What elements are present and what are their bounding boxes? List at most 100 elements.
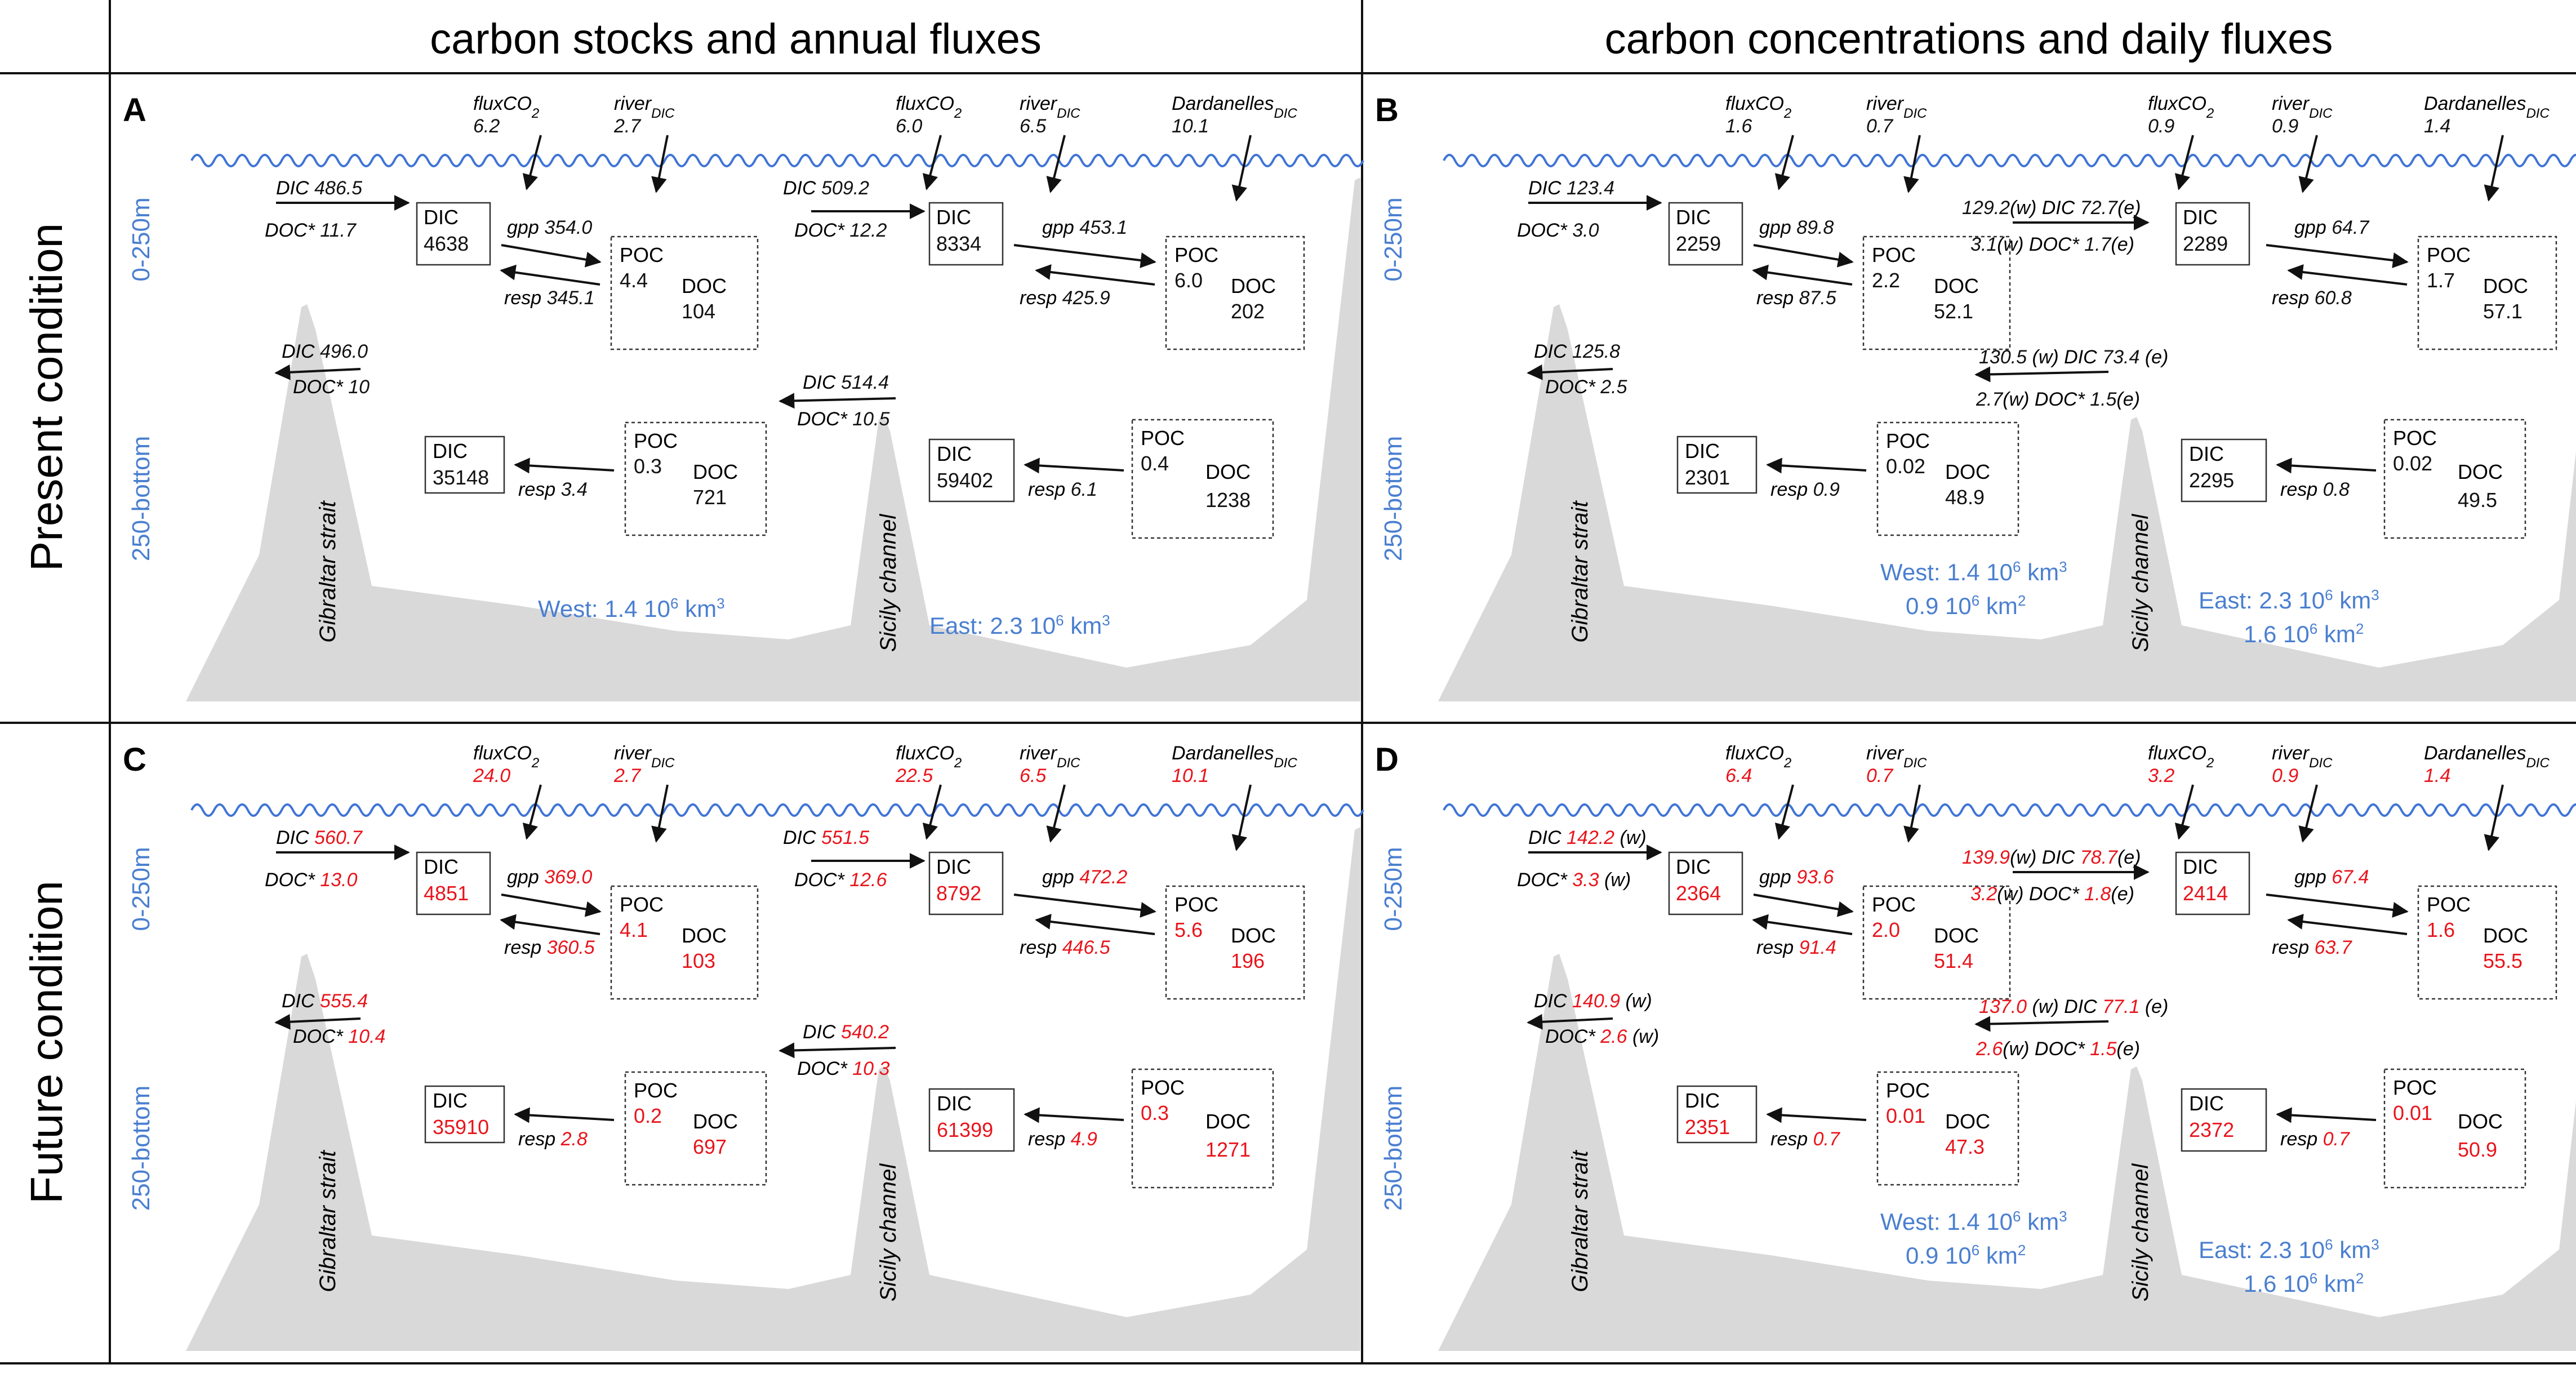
dardanelles-dic-label: DardanellesDIC [2424, 93, 2550, 121]
doc-west-deep-value: 48.9 [1945, 486, 1985, 509]
gpp-east: gpp 67.4 [2294, 866, 2369, 888]
resp-east: resp 63.7 [2272, 937, 2352, 958]
river-dic-west-label: riverDIC [614, 93, 675, 121]
dic-box-east-surface [928, 202, 1004, 266]
depth-label-deep: 250-bottom [1380, 436, 1407, 562]
resp-east: resp 60.8 [2272, 287, 2352, 309]
doc-label: DOC [693, 1110, 738, 1133]
east-basin-area: 1.6 106 km2 [2244, 1270, 2364, 1297]
poc-doc-box-east-surface [1165, 885, 1305, 1000]
resp-west-arrow [1752, 914, 1853, 935]
river-dic-west-value: 0.7 [1866, 115, 1893, 137]
gpp-west: gpp 93.6 [1759, 866, 1834, 888]
doc-label: DOC [1934, 274, 1979, 297]
poc-east-surface-value: 1.7 [2427, 269, 2455, 292]
depth-label-surface: 0-250m [127, 197, 155, 281]
dic-label: DIC [2189, 442, 2224, 465]
doc-west-surface-value: 51.4 [1934, 949, 1973, 972]
poc-doc-box-west-deep [624, 421, 767, 536]
dardanelles-dic-value: 10.1 [1172, 765, 1209, 786]
river-dic-west-label: riverDIC [614, 743, 675, 771]
resp-east-arrow [2287, 264, 2408, 286]
dic-box-west-deep [424, 435, 505, 494]
poc-doc-box-west-surface [610, 885, 759, 1000]
dic-box-east-deep [2181, 438, 2267, 503]
depth-label-surface: 0-250m [127, 847, 155, 931]
doc-label: DOC [1945, 1110, 1990, 1133]
depth-label-deep: 250-bottom [127, 1086, 155, 1211]
poc-east-surface-value: 1.6 [2427, 918, 2455, 941]
gibraltar-outflow-dic: DIC 555.4 [282, 990, 368, 1012]
dic-east-surface-value: 8334 [936, 232, 981, 255]
gpp-east-arrow [2266, 894, 2409, 918]
doc-east-surface-value: 55.5 [2483, 949, 2522, 972]
poc-label: POC [2393, 1076, 2437, 1099]
poc-label: POC [1872, 243, 1916, 266]
dic-east-surface-value: 2289 [2183, 232, 2228, 255]
dic-west-deep-value: 35148 [433, 466, 489, 489]
dic-label: DIC [936, 206, 971, 229]
flux-co2-west-arrow [1774, 135, 1794, 190]
poc-label: POC [2393, 426, 2437, 450]
gpp-east-arrow [1013, 244, 1156, 268]
river-dic-west-label: riverDIC [1866, 93, 1927, 121]
river-dic-west-label: riverDIC [1866, 743, 1927, 771]
flux-co2-east-label: fluxCO2 [2148, 743, 2214, 771]
resp-east: resp 446.5 [1020, 937, 1110, 958]
gibraltar-outflow-dic: DIC 140.9 (w) [1534, 990, 1652, 1012]
dic-box-east-surface [2175, 851, 2250, 915]
river-dic-west-value: 2.7 [613, 115, 641, 137]
sea-surface-wave [190, 803, 1364, 817]
river-dic-west-value: 2.7 [613, 765, 641, 786]
dic-label: DIC [424, 206, 459, 229]
dic-box-east-deep [928, 438, 1015, 503]
poc-doc-box-east-surface [2417, 235, 2557, 350]
poc-doc-box-west-deep [1876, 421, 2019, 536]
dic-west-surface-value: 4638 [424, 232, 469, 255]
dic-box-west-surface [1668, 202, 1743, 266]
river-dic-east-label: riverDIC [2272, 93, 2333, 121]
resp-west-deep: resp 0.9 [1770, 479, 1840, 500]
resp-west-deep-arrow [1766, 457, 1867, 474]
flux-co2-west-arrow [1774, 784, 1794, 840]
gibraltar-inflow-doc: DOC* 3.0 [1517, 220, 1599, 241]
gibraltar-strait-label: Gibraltar strait [315, 1150, 340, 1292]
resp-east-deep: resp 0.8 [2280, 479, 2350, 500]
poc-west-deep-value: 0.01 [1886, 1104, 1925, 1127]
river-dic-east-arrow [1046, 135, 1066, 193]
gpp-east: gpp 472.2 [1042, 866, 1127, 888]
sicily-channel-label: Sicily channel [876, 514, 901, 652]
doc-west-surface-value: 103 [682, 949, 715, 972]
doc-east-deep-value: 49.5 [2458, 488, 2497, 512]
flux-co2-west-value: 6.2 [473, 115, 500, 137]
flux-co2-east-value: 6.0 [896, 115, 922, 137]
panel-letter: C [123, 741, 146, 778]
dic-box-east-surface [2175, 202, 2250, 266]
doc-label: DOC [1231, 924, 1276, 947]
east-basin-volume: East: 2.3 106 km3 [2199, 1236, 2379, 1263]
dic-east-deep-value: 2295 [2189, 469, 2234, 492]
poc-label: POC [2427, 893, 2471, 916]
resp-east-arrow [1035, 264, 1155, 286]
doc-label: DOC [1205, 1110, 1251, 1133]
dic-label: DIC [1676, 206, 1711, 229]
gibraltar-outflow-arrow [274, 364, 361, 380]
doc-west-deep-value: 47.3 [1945, 1135, 1985, 1158]
dic-east-surface-value: 2414 [2183, 882, 2228, 905]
sicily-inflow-dic: DIC 551.5 [783, 827, 869, 848]
dic-west-deep-value: 2351 [1685, 1115, 1730, 1139]
sicily-outflow-arrow [778, 393, 896, 409]
flux-co2-west-arrow [522, 135, 542, 190]
panel-letter: D [1375, 741, 1399, 778]
sicily-channel-label: Sicily channel [2128, 514, 2153, 652]
sicily-outflow-arrow [1974, 366, 2109, 383]
dardanelles-dic-value: 10.1 [1172, 115, 1209, 137]
doc-west-deep-value: 697 [693, 1135, 727, 1158]
gpp-west-arrow [1753, 894, 1854, 917]
gibraltar-inflow-dic: DIC 142.2 (w) [1528, 827, 1647, 848]
doc-label: DOC [2458, 460, 2503, 483]
row-label-present: Present condition [21, 223, 72, 571]
doc-label: DOC [2458, 1110, 2503, 1133]
